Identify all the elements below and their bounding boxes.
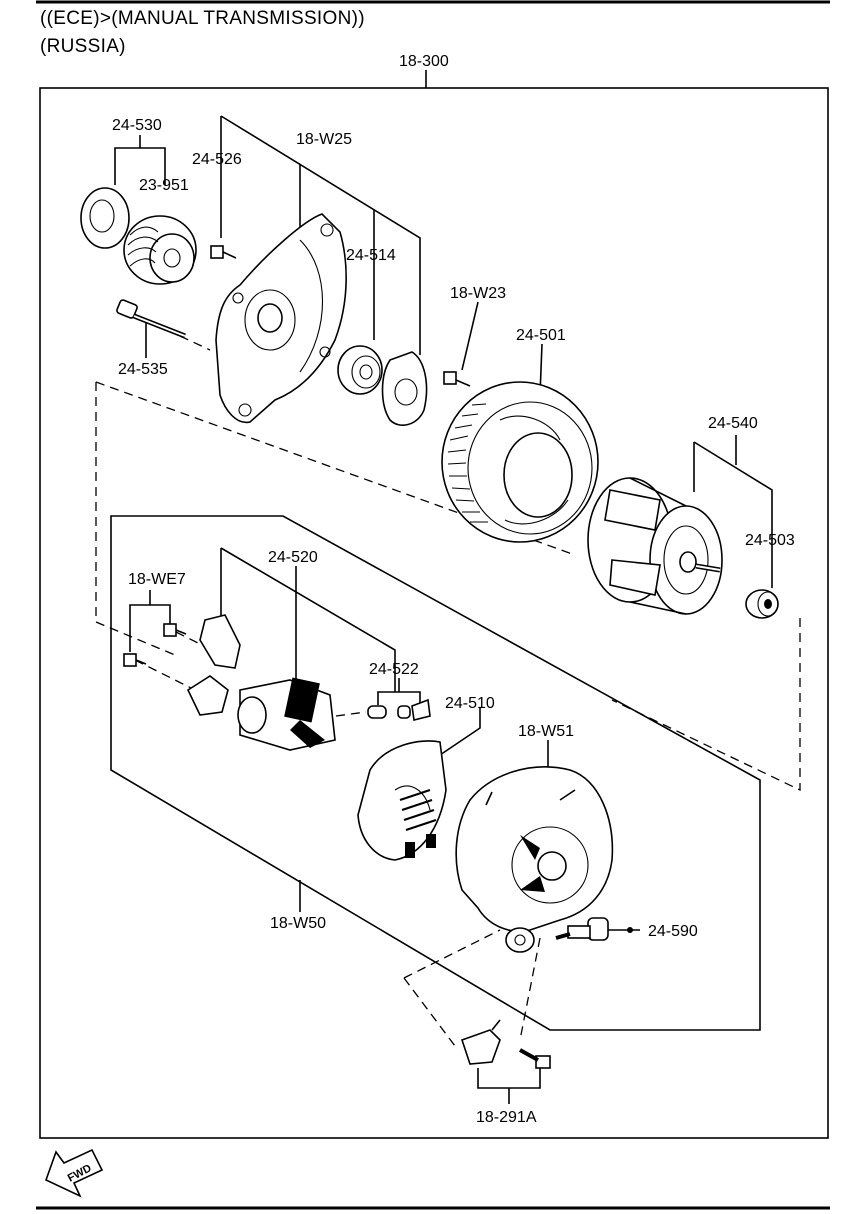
voltage-regulator [186, 614, 336, 751]
callout-24-590: 24-590 [648, 923, 698, 940]
dashed-guide-right [611, 618, 801, 792]
callout-24-540: 24-540 [708, 415, 758, 432]
front-housing-bracket [215, 213, 347, 424]
callout-24-514: 24-514 [346, 247, 396, 264]
callout-23-951: 23-951 [139, 177, 189, 194]
callout-24-520: 24-520 [268, 549, 318, 566]
bearing-retainer-plate [381, 351, 428, 426]
dashed-guide-left-lower [95, 621, 176, 656]
callout-18-W50: 18-W50 [270, 915, 326, 932]
stator [441, 381, 599, 543]
leader-18-291A [477, 1068, 541, 1089]
callout-24-522: 24-522 [369, 661, 419, 678]
dashed-guide-bracket-a [403, 929, 501, 979]
rotor [587, 477, 723, 615]
callout-18-300: 18-300 [399, 53, 449, 70]
callout-24-503: 24-503 [745, 532, 795, 549]
dashed-guide-through-bolt [179, 335, 211, 351]
leader-24-510 [439, 708, 481, 756]
bracket-bolt [519, 1048, 551, 1069]
callout-24-501: 24-501 [516, 327, 566, 344]
mounting-bracket [460, 1019, 501, 1065]
callout-18-W51: 18-W51 [518, 723, 574, 740]
front-bearing [337, 345, 383, 395]
rectifier [357, 740, 447, 861]
callout-24-510: 24-510 [445, 695, 495, 712]
rear-housing [455, 766, 614, 953]
callout-18-W25: 18-W25 [296, 131, 352, 148]
pulley [123, 215, 197, 285]
diagram-title-line1: ((ECE)>(MANUAL TRANSMISSION)) [40, 8, 365, 29]
callout-18-W23: 18-W23 [450, 285, 506, 302]
leader-24-503 [693, 441, 773, 588]
callout-24-526: 24-526 [192, 151, 242, 168]
small-screw-24-526 [210, 245, 237, 259]
leader-24-520-b [220, 547, 396, 692]
brush-set [335, 698, 431, 721]
screw-18-WE7-a [163, 623, 187, 637]
callout-18-WE7: 18-WE7 [128, 571, 186, 588]
diagram-title-line2: (RUSSIA) [40, 36, 126, 57]
fwd-arrow-icon: FWD [45, 1148, 104, 1198]
screw-18-W23 [443, 371, 471, 387]
pulley-cover-disc [80, 187, 130, 249]
dashed-guide-bracket-c [519, 937, 541, 1041]
rear-bearing [745, 589, 779, 619]
screw-18-WE7-b [123, 653, 147, 667]
dashed-guide-bracket-b [403, 977, 459, 1051]
subassembly-outline-18-W50 [110, 515, 761, 1031]
callout-24-535: 24-535 [118, 361, 168, 378]
b-terminal [555, 917, 609, 941]
leader-18-W23 [461, 301, 479, 371]
dashed-guide-bolt-a [134, 659, 196, 691]
through-bolt [116, 299, 186, 339]
leader-18-W25 [220, 115, 421, 355]
assembly-frame [39, 87, 829, 1139]
callout-18-291A: 18-291A [476, 1109, 537, 1126]
callout-24-530: 24-530 [112, 117, 162, 134]
leader-24-522 [377, 691, 421, 705]
